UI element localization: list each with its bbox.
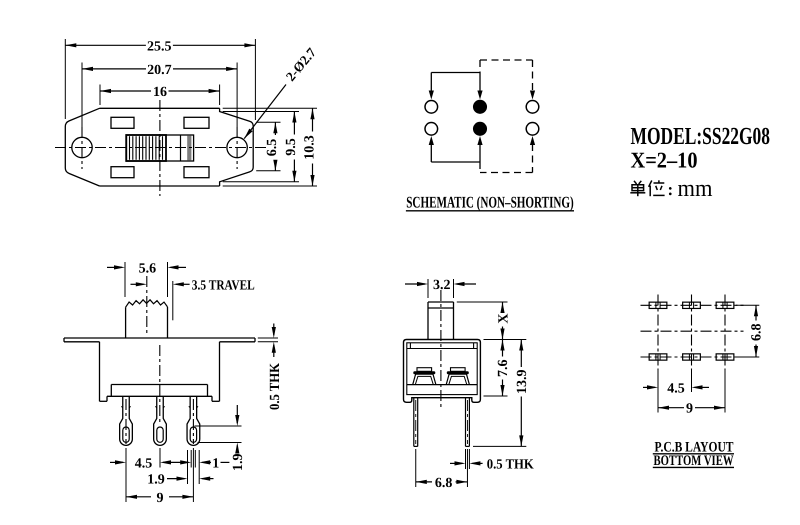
svg-text:13.9: 13.9 xyxy=(515,370,530,395)
svg-text:MODEL:SS22G08: MODEL:SS22G08 xyxy=(631,123,771,150)
svg-text:1.9: 1.9 xyxy=(147,473,165,488)
svg-text:4.5: 4.5 xyxy=(135,456,153,471)
svg-text:3.2: 3.2 xyxy=(433,278,451,293)
svg-text:7.6: 7.6 xyxy=(496,359,511,377)
svg-text:6.5: 6.5 xyxy=(265,139,280,157)
svg-text:16: 16 xyxy=(153,85,167,100)
svg-text:0.5 THK: 0.5 THK xyxy=(268,363,283,410)
svg-text:SCHEMATIC (NON–SHORTING): SCHEMATIC (NON–SHORTING) xyxy=(406,192,574,211)
svg-text:mm: mm xyxy=(678,176,713,202)
svg-text:BOTTOM VIEW: BOTTOM VIEW xyxy=(654,453,734,469)
svg-text:9: 9 xyxy=(157,491,164,506)
svg-text:4.5: 4.5 xyxy=(667,381,685,396)
svg-text:X: X xyxy=(497,313,512,323)
svg-text:1.9: 1.9 xyxy=(231,454,246,472)
svg-text:0.5 THK: 0.5 THK xyxy=(487,457,534,472)
svg-text:1: 1 xyxy=(212,456,219,471)
svg-text:X=2–10: X=2–10 xyxy=(631,148,698,173)
svg-text::: : xyxy=(668,180,674,199)
svg-text:5.6: 5.6 xyxy=(139,261,157,276)
svg-text:10.3: 10.3 xyxy=(302,135,317,160)
svg-text:9.5: 9.5 xyxy=(284,138,299,156)
svg-text:3.5 TRAVEL: 3.5 TRAVEL xyxy=(192,278,255,293)
svg-text:P.C.B LAYOUT: P.C.B LAYOUT xyxy=(655,439,734,455)
svg-text:9: 9 xyxy=(686,402,693,417)
svg-text:6.8: 6.8 xyxy=(435,476,453,491)
svg-text:6.8: 6.8 xyxy=(750,324,765,342)
svg-text:25.5: 25.5 xyxy=(147,39,172,54)
svg-text:20.7: 20.7 xyxy=(147,63,172,78)
